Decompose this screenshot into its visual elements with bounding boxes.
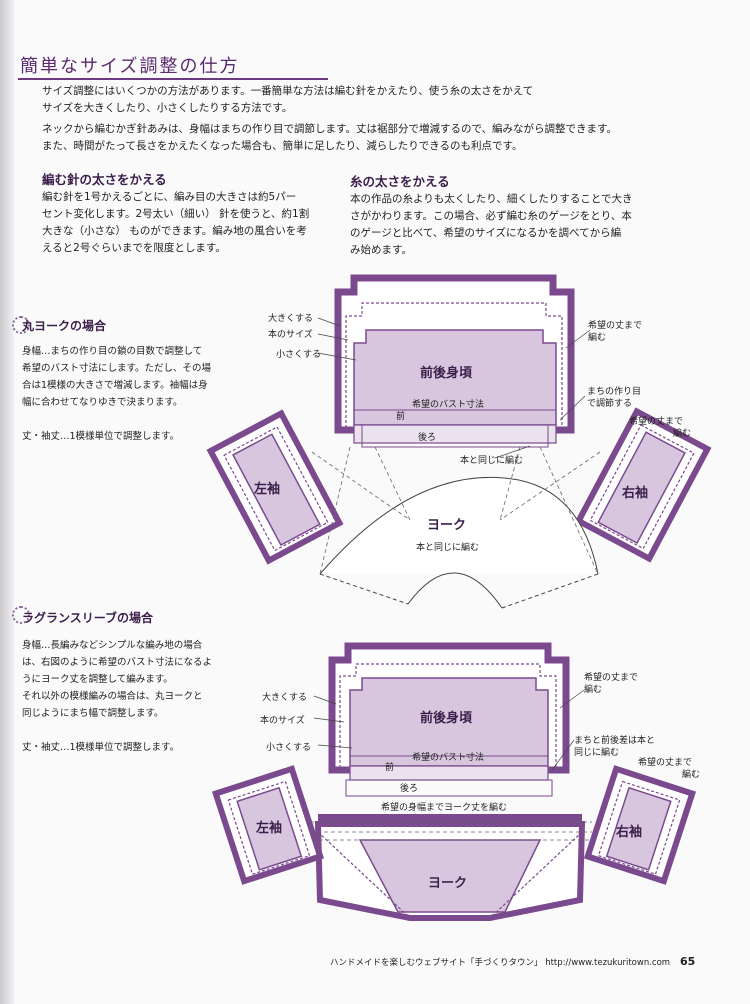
needle-line-2: セント変化します。2号太い（細い） 針を使うと、約1割 (42, 208, 310, 220)
raglan-left-sleeve-shape (211, 765, 325, 885)
label-smaller: 小さくする (276, 350, 322, 360)
raglan-line-5: 同じようにまち幅で調整します。 (22, 708, 164, 719)
footer-text: ハンドメイドを楽しむウェブサイト「手づくりタウン」 http://www.tez… (330, 958, 671, 968)
body-book-size-outline (345, 302, 563, 428)
round-yoke-line-1: 身幅…まちの作り目の鎖の目数で調整して (22, 346, 203, 357)
raglan-label-gusset-2: 同じに編む (574, 748, 620, 758)
intro-line-2: サイズを大きくしたり、小さくしたりする方法です。 (42, 102, 293, 114)
yarn-line-1: 本の作品の糸よりも太くしたり、細くしたりすることで大き (350, 193, 633, 205)
label-book-size: 本のサイズ (268, 330, 313, 340)
raglan-label-yoke-length: 希望の身幅までヨーク丈を編む (381, 803, 508, 813)
raglan-line-2: は、右図のように希望のバスト寸法になるよ (22, 657, 213, 668)
left-sleeve-shape (206, 409, 344, 565)
raglan-label-bigger: 大きくする (262, 693, 308, 703)
round-yoke-line-6: 丈・袖丈…1模様単位で調整します。 (22, 431, 180, 442)
label-front: 前 (396, 412, 406, 422)
title-rule (18, 78, 328, 80)
body-smaller-fill (353, 329, 557, 426)
raglan-label-right-sleeve: 右袖 (616, 825, 643, 840)
yarn-line-2: さがかわります。この場合、必ず編む糸のゲージをとり、本 (350, 210, 632, 222)
label-yoke-sub: 本と同じに編む (416, 543, 480, 553)
label-gusset-1: まちの作り目 (587, 387, 642, 397)
raglan-label-left-sleeve: 左袖 (256, 821, 283, 836)
intro-line-3: ネックから編むかぎ針あみは、身幅はまちの作り目で調節します。丈は裾部分で増減する… (42, 123, 617, 135)
raglan-label-smaller: 小さくする (266, 743, 312, 753)
raglan-body-book-size-outline (339, 663, 557, 768)
needle-line-4: えると2号ぐらいまでを限度とします。 (42, 242, 226, 254)
raglan-label-front: 前 (385, 763, 395, 773)
raglan-diagram (211, 642, 697, 921)
raglan-label-back: 後ろ (400, 784, 419, 794)
label-bigger: 大きくする (268, 314, 314, 324)
page-title: 簡単なサイズ調整の仕方 (20, 56, 240, 77)
raglan-line-3: うにヨーク丈を調整して編みます。 (22, 674, 173, 685)
intro-line-1: サイズ調整にはいくつかの方法があります。一番簡単な方法は編む針をかえたり、使う糸… (42, 85, 534, 97)
page-number: 65 (680, 955, 696, 968)
yarn-line-3: のゲージと比べて、希望のサイズになるかを調べてから編 (350, 227, 622, 239)
yoke-arc (319, 476, 599, 575)
raglan-right-sleeve-shape (583, 765, 697, 885)
round-yoke-line-3: 合は1模様の大きさで増減します。袖幅は身 (22, 380, 208, 391)
raglan-body-smaller-fill (349, 677, 549, 767)
raglan-label-sleeve-length-2: 編む (682, 770, 701, 780)
raglan-label-gusset-1: まちと前後差は本と (574, 736, 656, 746)
flower-ornament (12, 606, 30, 624)
label-back: 後ろ (418, 433, 437, 443)
label-yoke: ヨーク (427, 518, 467, 533)
raglan-yoke-band (318, 814, 582, 824)
book-spine-shadow (0, 0, 14, 1004)
right-sleeve-shape (574, 407, 712, 563)
label-bust: 希望のバスト寸法 (412, 400, 485, 410)
raglan-label-bust: 希望のバスト寸法 (412, 753, 485, 763)
raglan-label-body: 前後身頃 (420, 711, 473, 726)
label-length-2: 編む (588, 333, 607, 343)
body-hem-back (361, 424, 549, 448)
raglan-line-4: それ以外の模様編みの場合は、丸ヨークと (22, 691, 203, 702)
raglan-label-sleeve-length-1: 希望の丈まで (638, 758, 693, 768)
raglan-label-yoke: ヨーク (428, 876, 468, 891)
label-length-1: 希望の丈まで (588, 321, 643, 331)
raglan-line-7: 丈・袖丈…1模様単位で調整します。 (22, 742, 180, 753)
label-right-sleeve: 右袖 (622, 486, 649, 501)
label-sleeve-length-1: 希望の丈まで (629, 417, 684, 427)
raglan-line-1: 身幅…長編みなどシンプルな編み地の場合 (22, 640, 203, 651)
round-yoke-heading: 丸ヨークの場合 (22, 319, 107, 333)
needle-line-3: 大きな（小さな） ものができます。編み地の風合いを考 (42, 225, 307, 237)
label-body: 前後身頃 (420, 366, 473, 381)
label-same-as-book: 本と同じに編む (460, 456, 524, 466)
yarn-heading: 糸の太さをかえる (350, 174, 450, 189)
round-yoke-diagram (206, 274, 712, 609)
raglan-label-book-size: 本のサイズ (260, 716, 305, 726)
label-left-sleeve: 左袖 (254, 482, 281, 497)
needle-heading: 編む針の太さをかえる (42, 172, 167, 187)
raglan-label-length-2: 編む (584, 685, 603, 695)
needle-line-1: 編む針を1号かえるごとに、編み目の大きさは約5パー (42, 191, 297, 203)
yarn-line-4: み始めます。 (350, 244, 412, 256)
flower-ornament (12, 316, 30, 334)
label-gusset-2: で調節する (587, 399, 633, 409)
raglan-label-length-1: 希望の丈まで (584, 673, 639, 683)
intro-line-4: また、時間がたって長さをかえたくなった場合も、簡単に足したり、減らしたりできるの… (42, 140, 523, 152)
raglan-heading: ラグランスリーブの場合 (22, 611, 154, 625)
round-yoke-line-4: 幅に合わせてなりゆきで決まります。 (22, 397, 183, 408)
body-hem-front (353, 424, 557, 444)
round-yoke-line-2: 希望のバスト寸法にします。ただし、その場 (22, 363, 212, 374)
label-sleeve-length-2: 編む (673, 429, 692, 439)
